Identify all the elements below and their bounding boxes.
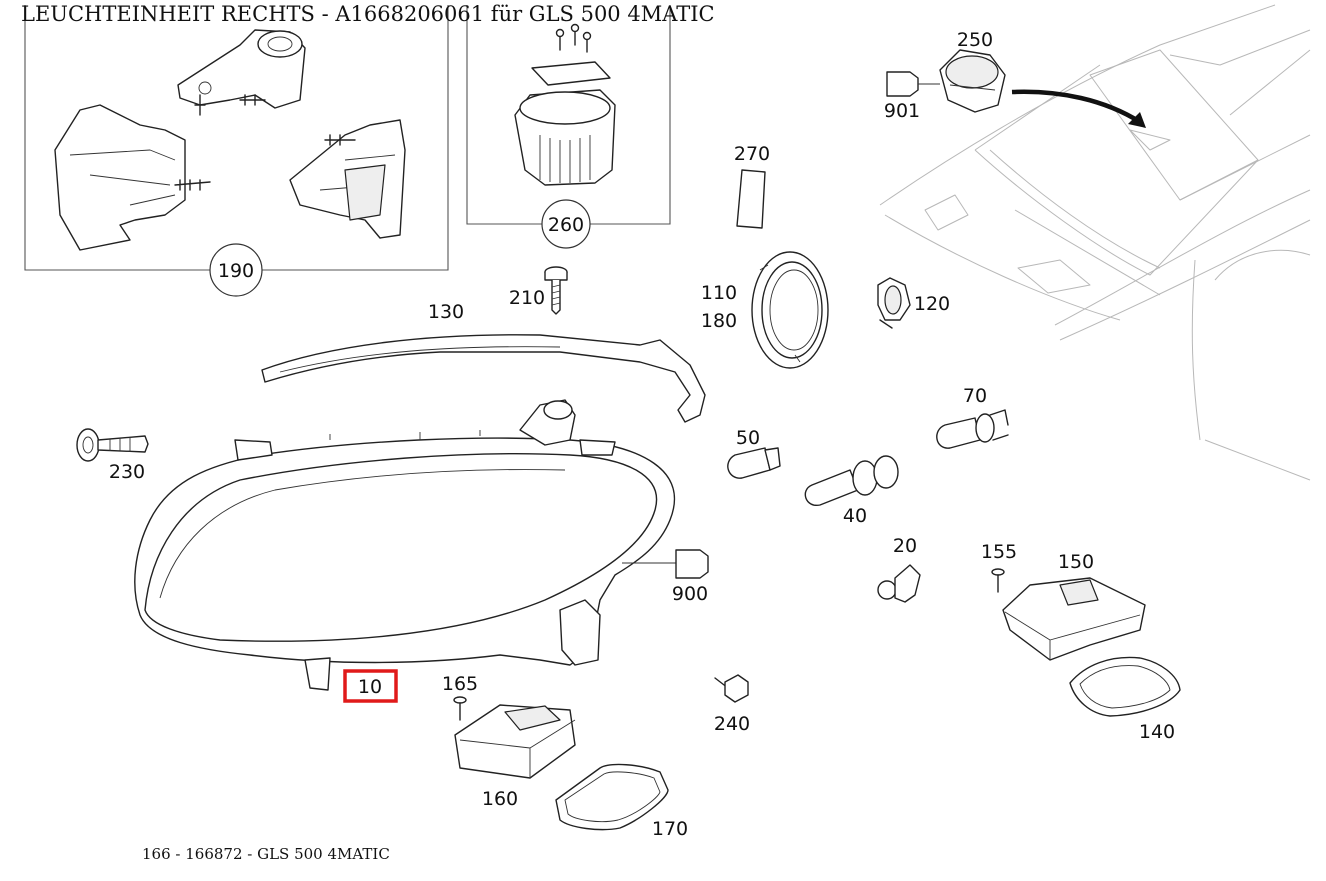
part-label-160[interactable]: 160 <box>482 788 518 810</box>
part-label-40[interactable]: 40 <box>843 505 867 527</box>
part-label-180[interactable]: 180 <box>701 310 737 332</box>
part-label-260[interactable]: 260 <box>548 214 584 236</box>
part-label-110[interactable]: 110 <box>701 282 737 304</box>
part-901-connector[interactable]: 901 <box>884 71 940 122</box>
part-20-socket[interactable]: 20 <box>877 535 921 603</box>
part-label-155[interactable]: 155 <box>981 541 1017 563</box>
part-160-ballast[interactable]: 160 <box>454 704 576 810</box>
part-260-assembly[interactable]: 260 <box>466 5 671 249</box>
part-270-label-sticker[interactable]: 270 <box>734 143 770 229</box>
part-240-screw[interactable]: 240 <box>714 674 750 735</box>
highlight-box-10 <box>343 669 398 703</box>
part-label-10[interactable]: 10 <box>358 676 382 698</box>
part-label-140[interactable]: 140 <box>1139 721 1175 743</box>
part-40-bulb[interactable]: 40 <box>804 455 899 527</box>
part-label-270[interactable]: 270 <box>734 143 770 165</box>
part-label-20[interactable]: 20 <box>893 535 917 557</box>
part-label-130[interactable]: 130 <box>428 301 464 323</box>
part-label-900[interactable]: 900 <box>672 583 708 605</box>
part-210-screw[interactable]: 210 <box>509 266 568 315</box>
part-250-actuator[interactable]: 250 <box>939 29 1006 113</box>
part-label-70[interactable]: 70 <box>963 385 987 407</box>
callout-260[interactable] <box>541 199 591 249</box>
part-230-screw[interactable]: 230 <box>76 428 149 483</box>
part-165-screw[interactable]: 165 <box>442 673 478 721</box>
part-170-gasket[interactable]: 170 <box>555 763 688 840</box>
location-arrow <box>1011 89 1142 124</box>
part-label-210[interactable]: 210 <box>509 287 545 309</box>
part-10-headlamp[interactable]: 10 <box>134 399 676 703</box>
part-140-gasket[interactable]: 140 <box>1069 656 1181 743</box>
part-50-bulb[interactable]: 50 <box>727 427 781 479</box>
part-155-screw[interactable]: 155 <box>981 541 1017 593</box>
part-130-trim-strip[interactable]: 130 <box>261 301 706 423</box>
part-110-180-ring[interactable]: 110 180 <box>701 251 829 369</box>
part-label-190[interactable]: 190 <box>218 260 254 282</box>
part-label-120[interactable]: 120 <box>914 293 950 315</box>
part-900-connector[interactable]: 900 <box>622 549 709 605</box>
location-arrowhead <box>1128 112 1146 128</box>
callout-190[interactable] <box>209 243 263 297</box>
part-label-240[interactable]: 240 <box>714 713 750 735</box>
part-70-bulb[interactable]: 70 <box>936 385 1009 449</box>
page-title: LEUCHTEINHEIT RECHTS - A1668206061 für G… <box>21 2 715 26</box>
part-120-bulb-holder[interactable]: 120 <box>877 277 950 329</box>
part-label-901[interactable]: 901 <box>884 100 920 122</box>
part-label-170[interactable]: 170 <box>652 818 688 840</box>
part-label-230[interactable]: 230 <box>109 461 145 483</box>
part-label-250[interactable]: 250 <box>957 29 993 51</box>
part-label-150[interactable]: 150 <box>1058 551 1094 573</box>
car-silhouette <box>879 4 1311 481</box>
part-150-control-unit[interactable]: 150 <box>1002 551 1146 661</box>
part-label-50[interactable]: 50 <box>736 427 760 449</box>
part-label-165[interactable]: 165 <box>442 673 478 695</box>
part-190-assembly[interactable]: 190 <box>24 5 449 297</box>
footer-caption: 166 - 166872 - GLS 500 4MATIC <box>142 845 390 863</box>
